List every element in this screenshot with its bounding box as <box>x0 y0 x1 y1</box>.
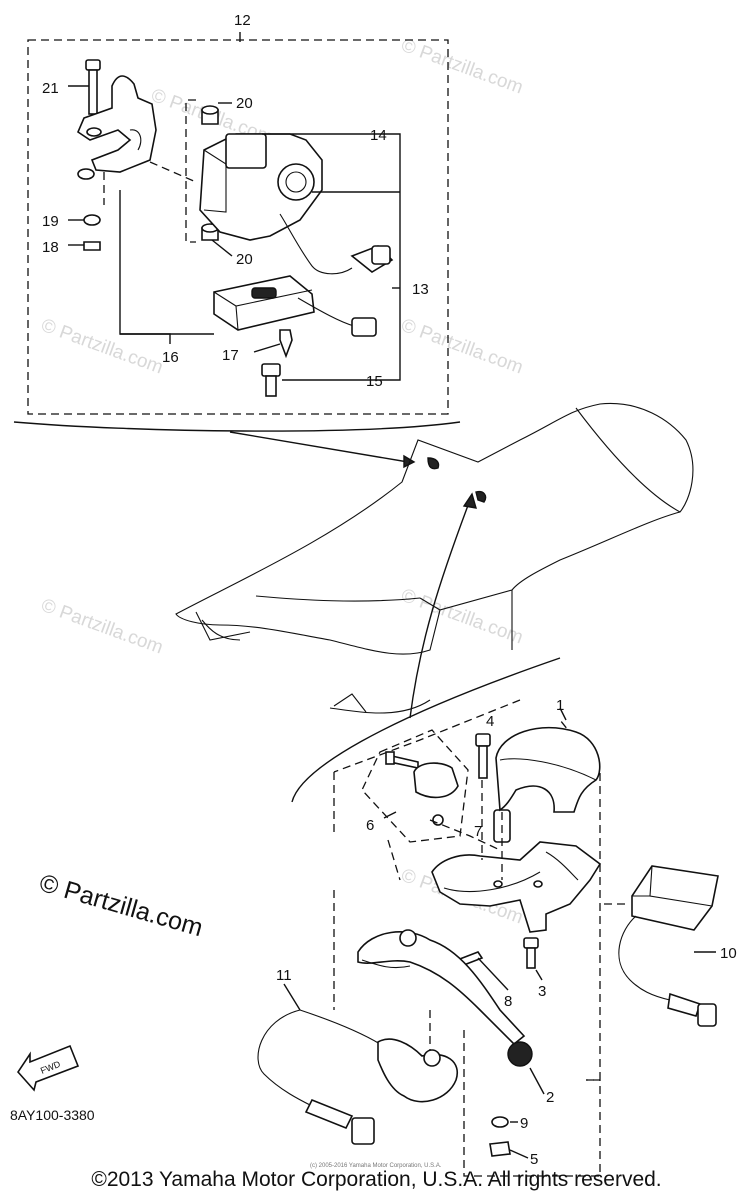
callout-14: 14 <box>370 127 387 144</box>
washer-part <box>83 214 101 226</box>
switch-housing-part <box>213 275 377 337</box>
callout-20: 20 <box>236 95 253 112</box>
assembly-1-frame <box>333 699 601 1177</box>
bolt-part <box>85 59 101 115</box>
throttle-lever-part <box>357 929 533 1067</box>
snowmobile-outline <box>13 402 694 803</box>
assembly-12-frame <box>27 39 449 415</box>
throttle-housing-part <box>431 841 602 933</box>
site-credit: © Partzilla.com <box>36 869 206 942</box>
callout-18: 18 <box>42 239 59 256</box>
copyright-text: ©2013 Yamaha Motor Corporation, U.S.A. A… <box>91 1168 662 1191</box>
callout-19: 19 <box>42 213 59 230</box>
bolt-part <box>475 733 491 779</box>
callout-4: 4 <box>486 713 494 730</box>
callout-12: 12 <box>234 12 251 29</box>
callout-7: 7 <box>474 823 482 840</box>
cover-part <box>495 726 601 813</box>
fwd-arrow-icon: FWD <box>16 1044 80 1092</box>
washer-part <box>491 1116 509 1128</box>
callout-9: 9 <box>520 1115 528 1132</box>
nut-part <box>83 241 101 251</box>
watermark-text: © Partzilla.com <box>38 595 165 659</box>
diagram-code: 8AY100-3380 <box>10 1107 95 1123</box>
callout-11: 11 <box>276 967 292 984</box>
watermark-text: © Partzilla.com <box>398 35 525 99</box>
callout-1: 1 <box>556 697 564 714</box>
callout-15: 15 <box>366 373 383 390</box>
pivot-bolt-part <box>385 751 419 769</box>
callout-6: 6 <box>366 817 374 834</box>
grommet-part <box>201 105 219 125</box>
callout-10: 10 <box>720 945 737 962</box>
relay-unit-part <box>199 133 394 275</box>
watermark-text: © Partzilla.com <box>398 585 525 649</box>
watermark-text: © Partzilla.com <box>398 315 525 379</box>
screw-part <box>279 329 293 359</box>
lever-pad-part <box>413 762 459 799</box>
callout-21: 21 <box>42 80 59 97</box>
screw-part <box>523 937 539 969</box>
throttle-cable-part <box>257 1009 459 1145</box>
bracket-part <box>77 75 157 180</box>
throttle-sensor-part <box>618 865 719 1027</box>
bolt-part <box>261 363 281 397</box>
callout-13: 13 <box>412 281 429 298</box>
callout-2: 2 <box>546 1089 554 1106</box>
callout-5: 5 <box>530 1151 538 1168</box>
spring-part <box>432 814 444 826</box>
watermark-text: © Partzilla.com <box>38 315 165 379</box>
nut-part <box>489 1141 511 1157</box>
callout-20: 20 <box>236 251 253 268</box>
small-note: (c) 2005-2016 Yamaha Motor Corporation, … <box>310 1163 442 1169</box>
callout-8: 8 <box>504 993 512 1010</box>
callout-16: 16 <box>162 349 179 366</box>
callout-3: 3 <box>538 983 546 1000</box>
throttle-assembly: 1 4 6 7 3 8 10 11 2 9 5 <box>257 697 737 1177</box>
switch-box-assembly: 12 21 20 14 19 18 20 13 16 17 15 <box>27 12 449 415</box>
callout-17: 17 <box>222 347 239 364</box>
